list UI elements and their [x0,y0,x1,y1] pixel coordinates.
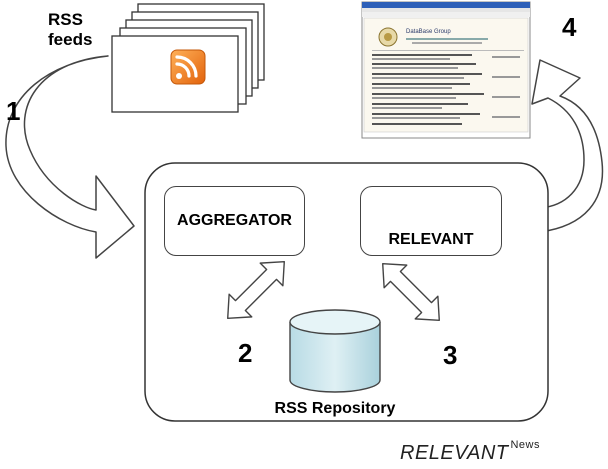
rss-feeds-label: RSS feeds [48,10,92,50]
browser-header-title: DataBase Group [406,29,451,35]
step-3-label: 3 [443,340,458,370]
curved-arrow-4 [531,59,604,233]
rss-feeds-line1: RSS [48,10,83,29]
double-arrow-3 [382,263,440,321]
rss-icon [170,49,206,85]
repository-cylinder [289,309,381,393]
aggregator-label: AGGREGATOR [177,212,292,229]
curved-arrow-1 [5,55,135,259]
repository-label: RSS Repository [274,400,396,417]
brand-main: RELEVANT [400,442,509,464]
aggregator-box: AGGREGATOR [164,186,305,256]
relevant-box: RELEVANT [360,186,502,256]
brand-sup: News [510,439,540,451]
step-4-label: 4 [562,12,577,42]
browser-screenshot: DataBase Group [361,1,531,139]
step-2-label: 2 [238,338,253,368]
relevant-label: RELEVANT [388,231,474,248]
double-arrow-2 [227,261,285,319]
rss-feeds-line2: feeds [48,30,93,49]
step-1-label: 1 [6,96,21,126]
